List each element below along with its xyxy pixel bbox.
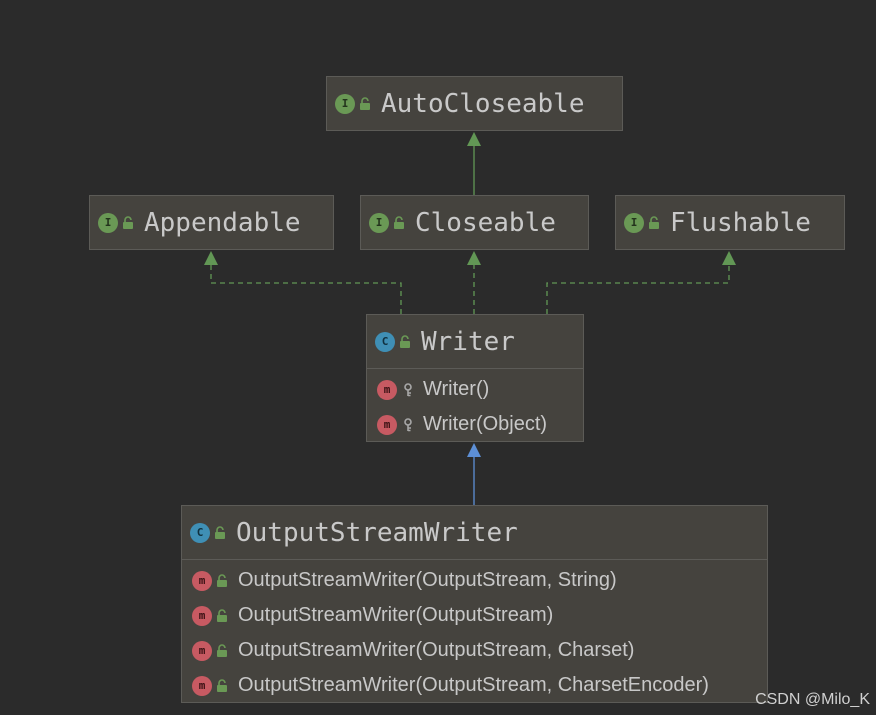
node-appendable[interactable]: I Appendable	[89, 195, 334, 250]
node-flushable[interactable]: I Flushable	[615, 195, 845, 250]
node-title: AutoCloseable	[381, 88, 585, 119]
public-lock-icon	[649, 215, 659, 229]
public-lock-icon	[217, 678, 227, 692]
node-autocloseable[interactable]: I AutoCloseable	[326, 76, 623, 131]
interface-icon: I	[624, 212, 644, 233]
public-lock-icon	[215, 525, 225, 539]
member-row[interactable]: m OutputStreamWriter(OutputStream, Chars…	[182, 668, 767, 703]
interface-icon: I	[369, 212, 389, 233]
class-icon: C	[190, 522, 210, 543]
member-list: m Writer() m Writer(Object)	[367, 369, 583, 442]
protected-key-icon	[404, 417, 412, 431]
node-title: Writer	[421, 326, 515, 357]
protected-key-icon	[404, 382, 412, 396]
method-icon: m	[192, 640, 212, 661]
interface-icon: I	[335, 93, 355, 114]
method-icon: m	[192, 675, 212, 696]
public-lock-icon	[394, 215, 404, 229]
member-label: OutputStreamWriter(OutputStream, Charset…	[238, 674, 709, 696]
node-title: OutputStreamWriter	[236, 517, 518, 548]
node-title: Appendable	[144, 207, 301, 238]
edge-writer-closeable	[467, 251, 481, 314]
public-lock-icon	[123, 215, 133, 229]
edge-outputstreamwriter-writer	[467, 443, 481, 505]
node-title: Flushable	[670, 207, 811, 238]
member-label: Writer()	[423, 378, 490, 400]
member-row[interactable]: m OutputStreamWriter(OutputStream, Strin…	[182, 563, 767, 598]
node-writer[interactable]: C Writer m Writer() m	[366, 314, 584, 442]
method-icon: m	[192, 605, 212, 626]
member-label: OutputStreamWriter(OutputStream)	[238, 604, 554, 626]
member-row[interactable]: m OutputStreamWriter(OutputStream, Chars…	[182, 633, 767, 668]
method-icon: m	[377, 379, 397, 400]
method-icon: m	[192, 570, 212, 591]
edge-closeable-autocloseable	[467, 132, 481, 195]
method-icon: m	[377, 414, 397, 435]
member-list: m OutputStreamWriter(OutputStream, Strin…	[182, 560, 767, 703]
node-closeable[interactable]: I Closeable	[360, 195, 589, 250]
public-lock-icon	[217, 643, 227, 657]
member-label: OutputStreamWriter(OutputStream, String)	[238, 569, 617, 591]
class-icon: C	[375, 331, 395, 352]
public-lock-icon	[217, 608, 227, 622]
member-row[interactable]: m Writer()	[367, 372, 583, 407]
public-lock-icon	[217, 573, 227, 587]
public-lock-icon	[400, 334, 410, 348]
interface-icon: I	[98, 212, 118, 233]
member-row[interactable]: m OutputStreamWriter(OutputStream)	[182, 598, 767, 633]
member-label: OutputStreamWriter(OutputStream, Charset…	[238, 639, 635, 661]
node-title: Closeable	[415, 207, 556, 238]
node-outputstreamwriter[interactable]: C OutputStreamWriter m OutputStreamWrite…	[181, 505, 768, 703]
public-lock-icon	[360, 96, 370, 110]
watermark: CSDN @Milo_K	[755, 691, 870, 708]
member-label: Writer(Object)	[423, 413, 548, 435]
member-row[interactable]: m Writer(Object)	[367, 407, 583, 442]
edge-writer-flushable	[546, 251, 736, 314]
edge-writer-appendable	[204, 251, 402, 314]
